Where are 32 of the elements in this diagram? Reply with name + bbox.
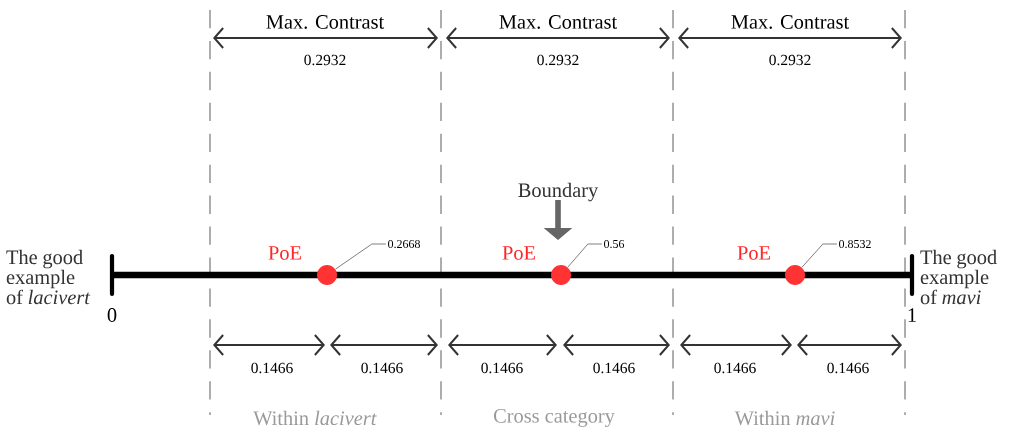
dimension-label: 0.1466	[481, 362, 523, 374]
dimension-label: Max. Contrast	[499, 15, 618, 29]
value-label: 0.2668	[388, 239, 420, 249]
point-marker	[785, 265, 805, 285]
tick-label: 1	[908, 308, 916, 322]
category-label: Cross category	[493, 409, 615, 427]
value-label: 0.56	[604, 239, 625, 249]
point-label: PoE	[737, 246, 770, 260]
point-label: PoE	[268, 246, 301, 260]
dimension-label: 0.1466	[251, 362, 293, 374]
end-label: The good example of mavi	[920, 249, 997, 305]
point-label: PoE	[502, 246, 535, 260]
point-marker	[317, 265, 337, 285]
leader-line	[801, 243, 838, 268]
boundary-label: Boundary	[518, 182, 599, 202]
dimension-label: Max. Contrast	[731, 15, 850, 29]
dimension-label: 0.1466	[714, 362, 756, 374]
dimension-label: 0.2932	[537, 54, 579, 66]
dimension-label: 0.1466	[593, 362, 635, 374]
dimension-label: 0.2932	[769, 54, 811, 66]
category-label: Within lacivert	[253, 410, 377, 426]
leader-line	[567, 243, 603, 268]
end-label: The good example of lacivert	[6, 249, 91, 305]
dimension-label: 0.2932	[304, 54, 346, 66]
leader-line	[335, 243, 387, 270]
value-label: 0.8532	[839, 239, 871, 249]
point-marker	[551, 265, 571, 285]
dimension-label: 0.1466	[827, 362, 869, 374]
category-label: Within mavi	[734, 410, 835, 426]
tick-label: 0	[107, 308, 117, 322]
dimension-label: 0.1466	[361, 362, 403, 374]
dimension-label: Max. Contrast	[266, 15, 385, 29]
